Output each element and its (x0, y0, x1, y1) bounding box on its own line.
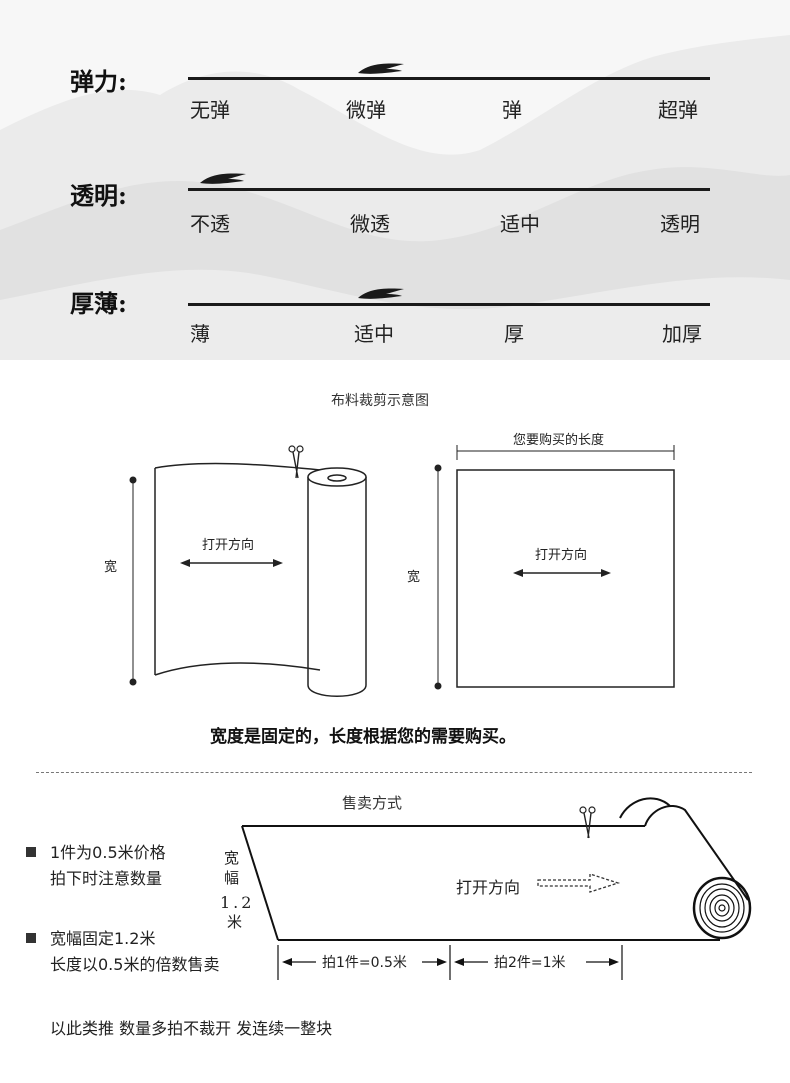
sales-open-direction-label: 打开方向 (456, 878, 521, 897)
bullet-2-line-1: 宽幅固定1.2米 (50, 929, 156, 948)
bullet-1-square (26, 847, 36, 857)
fabric-roll-end-illustration (619, 797, 752, 940)
transparency-label: 透明: (70, 181, 127, 210)
fabric-open-direction-label: 打开方向 (535, 548, 588, 563)
elasticity-option-none: 无弹 (190, 98, 230, 122)
roll-width-dimension (129, 476, 137, 686)
transparency-option-clear: 透明 (660, 212, 700, 236)
length-segment-dimensions (277, 945, 623, 980)
fabric-width-label: 宽 (407, 570, 421, 585)
elasticity-option-super: 超弹 (658, 98, 698, 122)
thickness-label: 厚薄: (70, 289, 127, 318)
flat-fabric-illustration (456, 469, 675, 688)
roll-open-direction-arrow (180, 559, 283, 567)
thickness-option-thin: 薄 (190, 322, 210, 346)
roll-open-direction-label: 打开方向 (202, 538, 255, 553)
fabric-width-dimension (434, 464, 442, 690)
elasticity-option-slight: 微弹 (346, 98, 386, 122)
transparency-scale-line (188, 188, 710, 191)
thickness-option-extra-thick: 加厚 (662, 322, 702, 346)
scissors-icon (288, 445, 304, 479)
bullet-1-line-1: 1件为0.5米价格 (50, 843, 166, 862)
bullet-2-square (26, 933, 36, 943)
purchase-length-label: 您要购买的长度 (513, 433, 605, 448)
sales-diagram (241, 797, 752, 980)
fabric-roll-illustration (154, 462, 367, 697)
sales-scissors-icon (579, 806, 596, 839)
segment-2-label: 拍2件=1米 (494, 955, 566, 971)
transparency-marker-icon (200, 173, 246, 184)
sales-method-title: 售卖方式 (342, 794, 403, 812)
cutting-diagram (129, 445, 675, 697)
sales-width-label: 宽幅 (224, 849, 240, 887)
elasticity-scale-line (188, 77, 710, 80)
fabric-open-direction-arrow (513, 569, 611, 577)
cutting-diagram-caption: 宽度是固定的，长度根据您的需要购买。 (210, 727, 516, 747)
sales-width-unit: 米 (227, 913, 243, 931)
bullet-2-line-2: 长度以0.5米的倍数售卖 (50, 955, 220, 974)
thickness-scale-line (188, 303, 710, 306)
purchase-length-dimension (456, 445, 675, 460)
transparency-option-medium: 适中 (500, 212, 540, 236)
thickness-marker-icon (358, 288, 404, 299)
elasticity-label: 弹力: (70, 67, 127, 96)
transparency-option-slight: 微透 (350, 212, 390, 236)
roll-width-label: 宽 (104, 560, 118, 575)
open-direction-dashed-arrow (537, 873, 621, 893)
section-divider (36, 772, 752, 773)
sales-width-value: 1.2 (220, 893, 255, 912)
mountain-background (0, 0, 790, 360)
bullet-1-line-2: 拍下时注意数量 (50, 869, 163, 888)
unrolled-fabric-illustration (241, 805, 749, 941)
cutting-diagram-title: 布料裁剪示意图 (331, 393, 429, 409)
segment-1-label: 拍1件=0.5米 (322, 955, 407, 971)
transparency-option-opaque: 不透 (190, 212, 230, 236)
elasticity-option-stretch: 弹 (502, 98, 522, 122)
elasticity-marker-icon (358, 63, 404, 74)
thickness-option-thick: 厚 (504, 322, 524, 346)
thickness-option-medium: 适中 (354, 322, 394, 346)
sales-footer-note: 以此类推 数量多拍不裁开 发连续一整块 (50, 1019, 333, 1038)
